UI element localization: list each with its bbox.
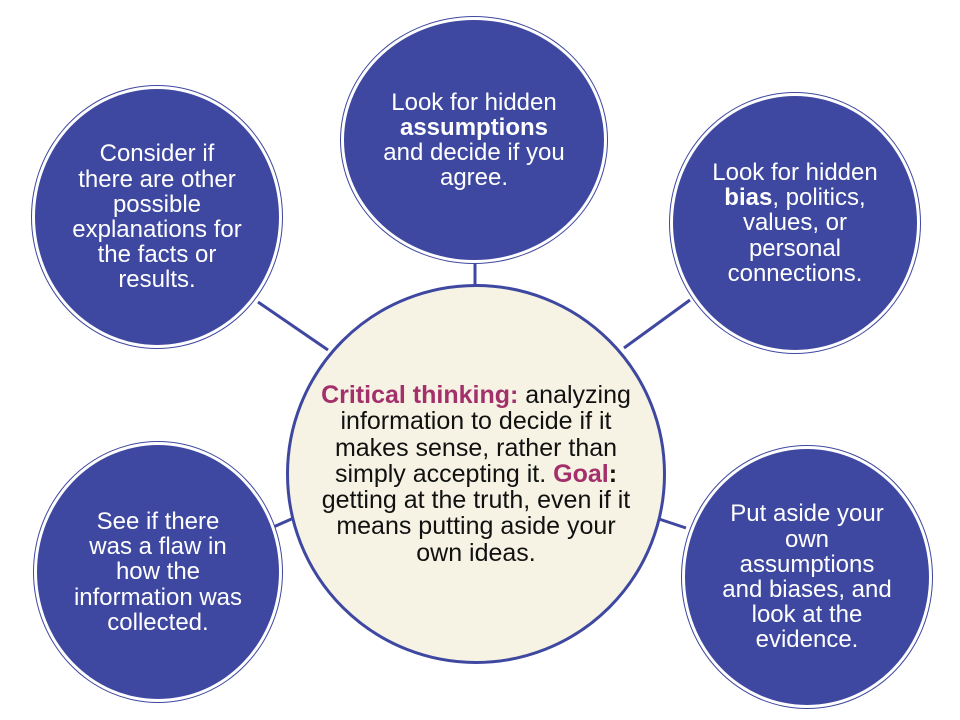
connector-bottom-right <box>655 516 687 530</box>
node-look-at-evidence-text: Put aside your own assumptions and biase… <box>722 500 892 654</box>
node-information-flaw-text: See if there was a flaw in how the infor… <box>73 508 243 636</box>
node-top-right-text-before: Look for hidden <box>712 159 878 187</box>
node-look-at-evidence: Put aside your own assumptions and biase… <box>682 446 932 708</box>
node-hidden-bias-text: Look for hidden bias, politics, values, … <box>710 160 881 286</box>
node-top-right-text-after: , politics, values, or personal connecti… <box>727 184 866 287</box>
critical-thinking-term: Critical thinking: <box>321 381 519 410</box>
node-top-text-before: Look for hidden <box>391 88 557 116</box>
goal-text: getting at the truth, even if it means p… <box>321 486 631 567</box>
goal-label: Goal <box>553 459 609 488</box>
goal-colon: : <box>608 459 618 488</box>
connector-top-right <box>623 298 691 350</box>
center-concept-text: Critical thinking: analyzing information… <box>319 382 633 566</box>
node-other-explanations: Consider if there are other possible exp… <box>32 86 282 348</box>
node-top-bold-assumptions: assumptions <box>399 113 549 141</box>
node-hidden-bias: Look for hidden bias, politics, values, … <box>670 93 920 353</box>
node-top-right-bold-bias: bias <box>724 184 773 212</box>
node-hidden-assumptions-text: Look for hidden assumptions and decide i… <box>383 90 565 191</box>
critical-thinking-definition: analyzing information to decide if it ma… <box>334 381 631 488</box>
connector-top-left <box>257 300 329 352</box>
node-hidden-assumptions: Look for hidden assumptions and decide i… <box>341 17 607 263</box>
node-top-text-after: and decide if you agree. <box>383 139 565 192</box>
center-concept-circle: Critical thinking: analyzing information… <box>286 284 666 664</box>
node-other-explanations-text: Consider if there are other possible exp… <box>72 140 242 294</box>
node-information-flaw: See if there was a flaw in how the infor… <box>34 442 282 702</box>
